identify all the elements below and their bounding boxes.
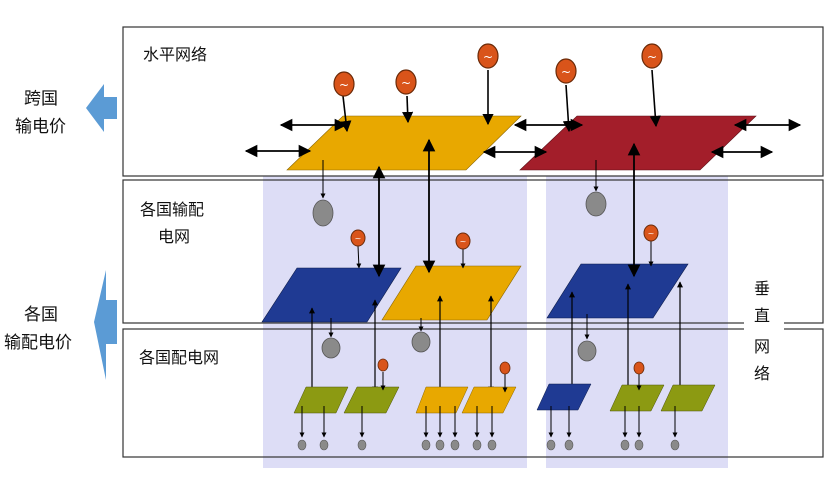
vertical-label-gap	[744, 318, 784, 332]
consumer-dot	[357, 439, 367, 451]
svg-text:~: ~	[561, 65, 571, 79]
distribution-grid-label: 各国配电网	[139, 348, 220, 367]
generator-large: ~	[641, 43, 663, 69]
consumer-dot	[634, 439, 644, 451]
national-price-arrow	[94, 270, 117, 380]
horizontal-network-label: 水平网络	[143, 45, 208, 64]
generator-small: ~	[455, 232, 471, 250]
load-circle	[577, 340, 597, 362]
national-plate-orange	[381, 265, 522, 321]
svg-text:~: ~	[647, 50, 657, 64]
consumer-dot	[319, 439, 329, 451]
consumer-dot	[435, 439, 445, 451]
cross-border-price-arrow	[86, 84, 117, 132]
transmission-grid-label-line2: 电网	[158, 227, 191, 246]
svg-text:~: ~	[355, 234, 362, 243]
vertical-network-char-1: 垂	[754, 279, 771, 298]
svg-text:~: ~	[483, 50, 493, 64]
gen-arrow	[402, 95, 414, 124]
generator-small: ~	[350, 229, 366, 247]
local-plate-olive	[609, 384, 665, 412]
generator-tiny	[633, 361, 645, 375]
generator-tiny	[499, 361, 511, 375]
consumer-dot	[487, 439, 497, 451]
local-plate-olive	[293, 386, 349, 414]
consumer-dot	[670, 439, 680, 451]
svg-text:~: ~	[339, 78, 349, 92]
load-circle	[411, 331, 431, 353]
consumer-dot	[564, 439, 574, 451]
load-circle	[312, 199, 334, 227]
generator-large: ~	[555, 58, 577, 84]
load-circle	[585, 191, 607, 217]
consumer-dot	[450, 439, 460, 451]
vertical-network-char-2: 直	[754, 306, 771, 325]
distribution-grid-frame	[122, 328, 824, 458]
national-plate-blue-1	[261, 267, 402, 323]
gen-arrow	[340, 95, 352, 133]
gen-arrow	[562, 84, 574, 133]
consumer-dot	[297, 439, 307, 451]
local-plate-olive	[660, 384, 716, 412]
gen-arrow-small	[356, 245, 362, 269]
generator-small: ~	[643, 224, 659, 242]
national-price-label-line2: 输配电价	[4, 333, 72, 353]
generator-tiny	[377, 358, 389, 372]
vertical-network-char-3: 网	[754, 337, 771, 356]
gen-arrow	[649, 69, 661, 128]
local-plate-blue	[536, 383, 592, 411]
transmission-grid-frame	[122, 179, 824, 324]
generator-large: ~	[477, 43, 499, 69]
generator-large: ~	[395, 69, 417, 95]
vertical-column-2	[546, 176, 728, 468]
consumer-dot	[472, 439, 482, 451]
transmission-grid-label-line1: 各国输配	[140, 200, 205, 219]
consumer-dot	[421, 439, 431, 451]
generator-large: ~	[333, 71, 355, 97]
load-circle	[321, 337, 341, 359]
consumer-dot	[546, 439, 556, 451]
consumer-group	[297, 406, 680, 451]
svg-text:~: ~	[460, 237, 467, 246]
cross-border-price-label-line2: 输电价	[15, 117, 66, 137]
cross-border-price-label-line1: 跨国	[24, 89, 58, 109]
local-plate-orange	[461, 386, 517, 414]
svg-text:~: ~	[648, 229, 655, 238]
horizontal-network-frame	[122, 26, 824, 177]
national-price-label-line1: 各国	[24, 305, 58, 325]
svg-text:~: ~	[401, 76, 411, 90]
consumer-dot	[620, 439, 630, 451]
vertical-network-char-4: 络	[754, 364, 771, 383]
